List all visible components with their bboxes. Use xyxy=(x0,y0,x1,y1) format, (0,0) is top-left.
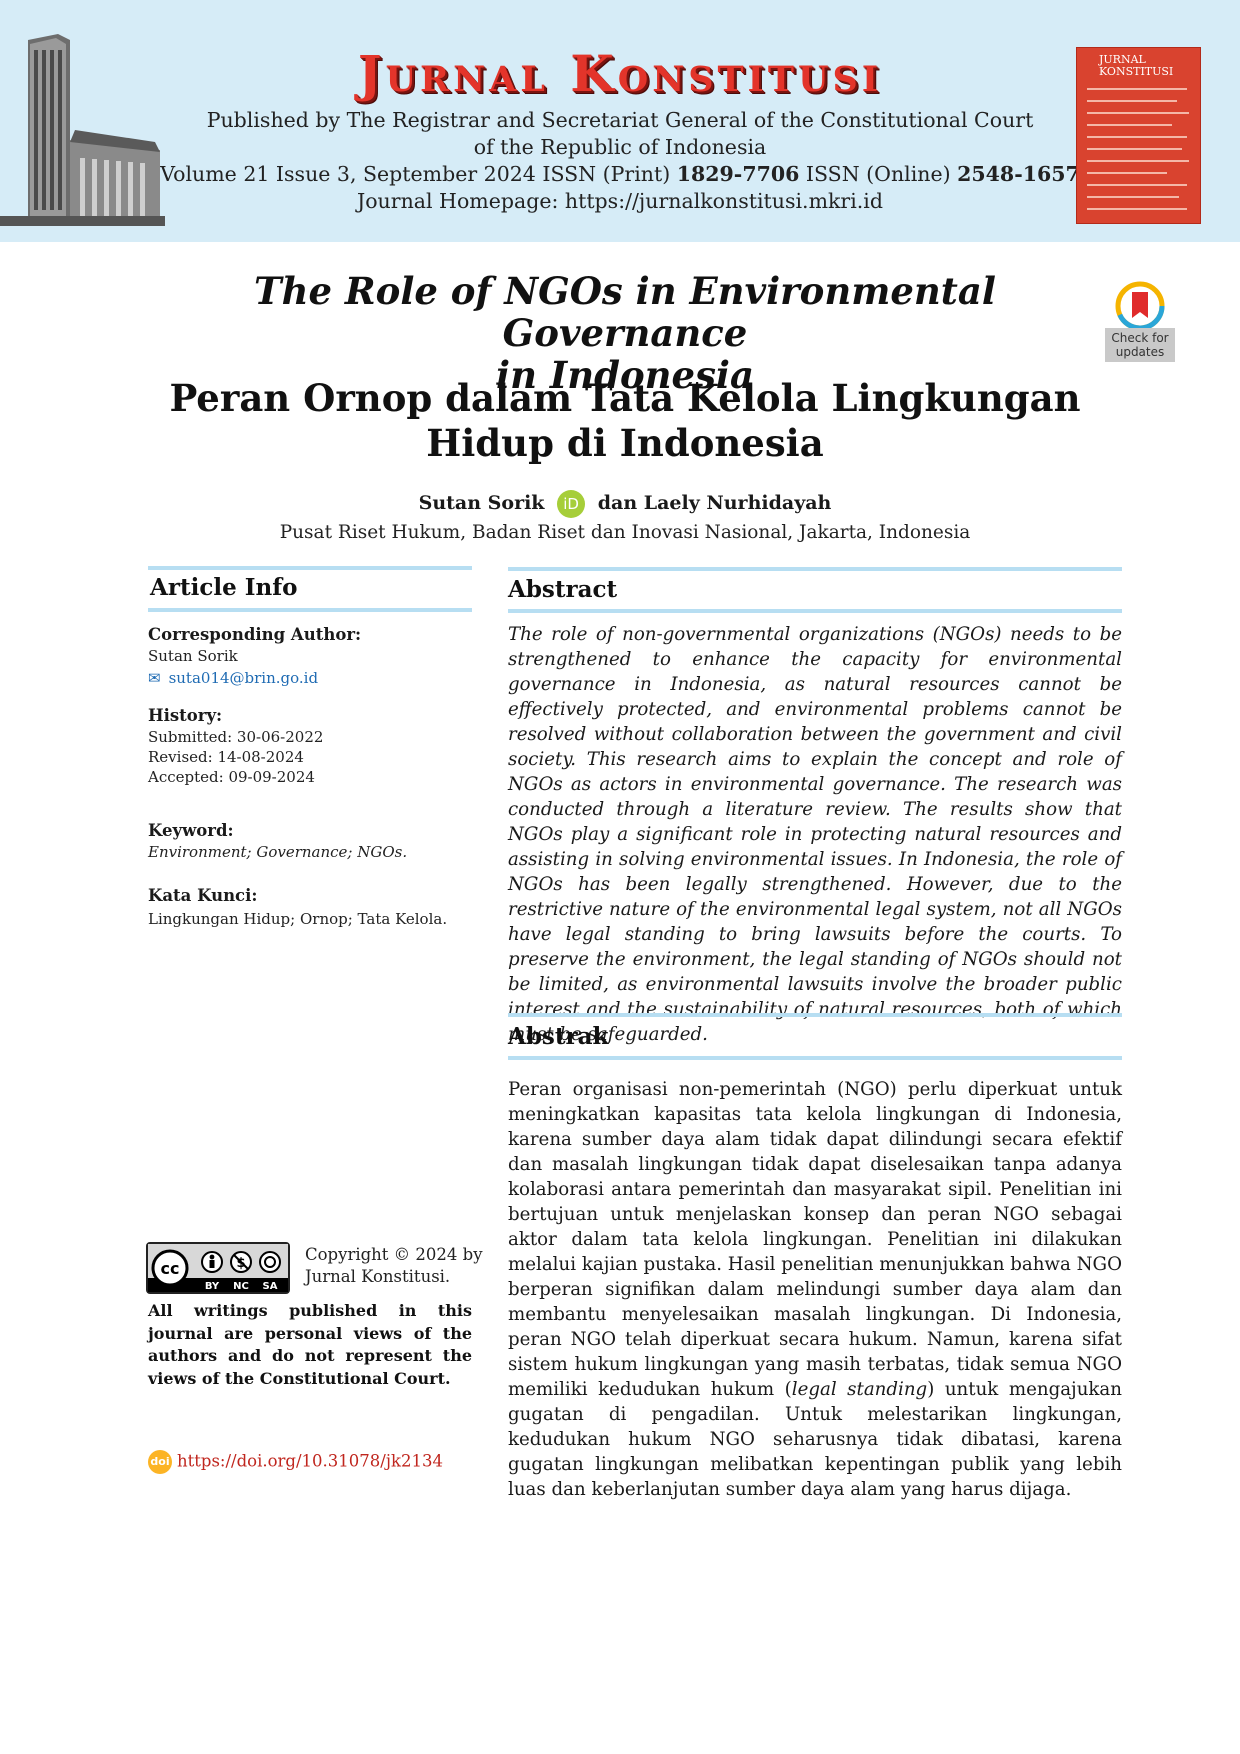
check-updates-icon xyxy=(1115,281,1165,331)
orcid-icon[interactable]: iD xyxy=(557,490,586,518)
corresponding-email: ✉ suta014@brin.go.id xyxy=(148,668,318,688)
copyright-notice: Copyright © 2024 by Jurnal Konstitusi. xyxy=(305,1244,483,1288)
accepted-date: Accepted: 09-09-2024 xyxy=(148,768,315,786)
corresponding-author-label: Corresponding Author: xyxy=(148,625,362,644)
keyword-label: Keyword: xyxy=(148,821,234,840)
disclaimer-text: All writings published in this journal a… xyxy=(148,1301,472,1388)
article-title-indonesian: Peran Ornop dalam Tata Kelola Lingkungan… xyxy=(140,376,1110,466)
abstract-bottom-rule xyxy=(508,609,1122,613)
volume-info: Volume 21 Issue 3, September 2024 ISSN (… xyxy=(160,162,677,186)
publisher-line-1: Published by The Registrar and Secretari… xyxy=(206,108,1034,132)
journal-homepage: Journal Homepage: https://jurnalkonstitu… xyxy=(357,189,883,213)
check-updates-line-2: updates xyxy=(1115,345,1165,359)
title-id-line-2: Hidup di Indonesia xyxy=(426,421,824,465)
author-1: Sutan Sorik xyxy=(418,492,545,514)
revised-date: Revised: 14-08-2024 xyxy=(148,748,304,766)
abstrak-text: Peran organisasi non-pemerintah (NGO) pe… xyxy=(508,1077,1122,1502)
abstract-text: The role of non-governmental organizatio… xyxy=(508,624,1122,1045)
issn-online: 2548-1657 xyxy=(957,162,1080,186)
copyright-line-2: Jurnal Konstitusi. xyxy=(305,1267,451,1286)
cover-title-line-1: JURNAL xyxy=(1099,53,1146,66)
svg-text:$: $ xyxy=(236,1256,245,1271)
author-2: dan Laely Nurhidayah xyxy=(597,492,832,514)
journal-banner: Jurnal Konstitusi Published by The Regis… xyxy=(0,0,1240,242)
history-label: History: xyxy=(148,706,223,725)
constitutional-court-building-image xyxy=(0,34,165,226)
abstract-heading: Abstract xyxy=(508,576,618,603)
journal-cover-thumbnail: JURNAL KONSTITUSI xyxy=(1076,47,1201,224)
corresponding-author-name: Sutan Sorik xyxy=(148,647,238,665)
authors-line: Sutan Sorik iD dan Laely Nurhidayah xyxy=(140,490,1110,518)
doi-icon: doi xyxy=(148,1450,172,1474)
cover-title-line-2: KONSTITUSI xyxy=(1099,65,1174,78)
title-en-line-1: The Role of NGOs in Environmental Govern… xyxy=(254,269,996,355)
cc-sa-label: SA xyxy=(263,1281,278,1292)
cc-nc-label: NC xyxy=(233,1281,249,1292)
abstrak-text-part-2: ) untuk mengajukan gugatan di pengadilan… xyxy=(508,1379,1122,1500)
article-title-english: The Role of NGOs in Environmental Govern… xyxy=(140,270,1110,396)
abstrak-legal-standing: legal standing xyxy=(791,1379,928,1400)
svg-text:cc: cc xyxy=(161,1259,180,1278)
abstrak-text-part-1: Peran organisasi non-pemerintah (NGO) pe… xyxy=(508,1079,1122,1400)
email-link[interactable]: suta014@brin.go.id xyxy=(168,669,319,687)
publisher-line-2: of the Republic of Indonesia xyxy=(473,135,767,159)
kata-kunci-label: Kata Kunci: xyxy=(148,886,258,905)
article-info-top-rule xyxy=(148,566,472,570)
submitted-date: Submitted: 30-06-2022 xyxy=(148,728,324,746)
abstrak-bottom-rule xyxy=(508,1056,1122,1060)
issn-print: 1829-7706 xyxy=(676,162,800,186)
doi-link[interactable]: https://doi.org/10.31078/jk2134 xyxy=(177,1451,443,1471)
title-en-line-2: in Indonesia xyxy=(496,353,754,397)
title-id-line-1: Peran Ornop dalam Tata Kelola Lingkungan xyxy=(169,376,1081,420)
abstrak-heading: Abstrak xyxy=(508,1023,609,1050)
article-info-heading: Article Info xyxy=(150,574,298,601)
abstract-top-rule xyxy=(508,567,1122,571)
email-icon: ✉ xyxy=(148,669,161,687)
copyright-line-1: Copyright © 2024 by xyxy=(305,1245,483,1264)
cc-by-nc-sa-license-badge[interactable]: cc $ BY NC SA xyxy=(146,1242,290,1294)
volume-issn-line: Volume 21 Issue 3, September 2024 ISSN (… xyxy=(160,162,1080,186)
abstrak-top-rule xyxy=(508,1013,1122,1017)
check-updates-line-1: Check for xyxy=(1111,331,1169,345)
journal-name: Jurnal Konstitusi xyxy=(357,44,883,103)
article-info-bottom-rule xyxy=(148,608,472,612)
cover-title: JURNAL KONSTITUSI xyxy=(1099,54,1173,78)
keywords: Environment; Governance; NGOs. xyxy=(148,843,408,861)
issn-online-label: ISSN (Online) xyxy=(799,162,958,186)
check-updates-label: Check for updates xyxy=(1105,328,1175,362)
kata-kunci: Lingkungan Hidup; Ornop; Tata Kelola. xyxy=(148,910,448,928)
check-for-updates-badge[interactable]: Check for updates xyxy=(1105,280,1175,362)
cc-license-icon: cc $ BY NC SA xyxy=(148,1244,288,1292)
cc-by-label: BY xyxy=(205,1281,220,1292)
affiliation: Pusat Riset Hukum, Badan Riset dan Inova… xyxy=(279,522,971,543)
